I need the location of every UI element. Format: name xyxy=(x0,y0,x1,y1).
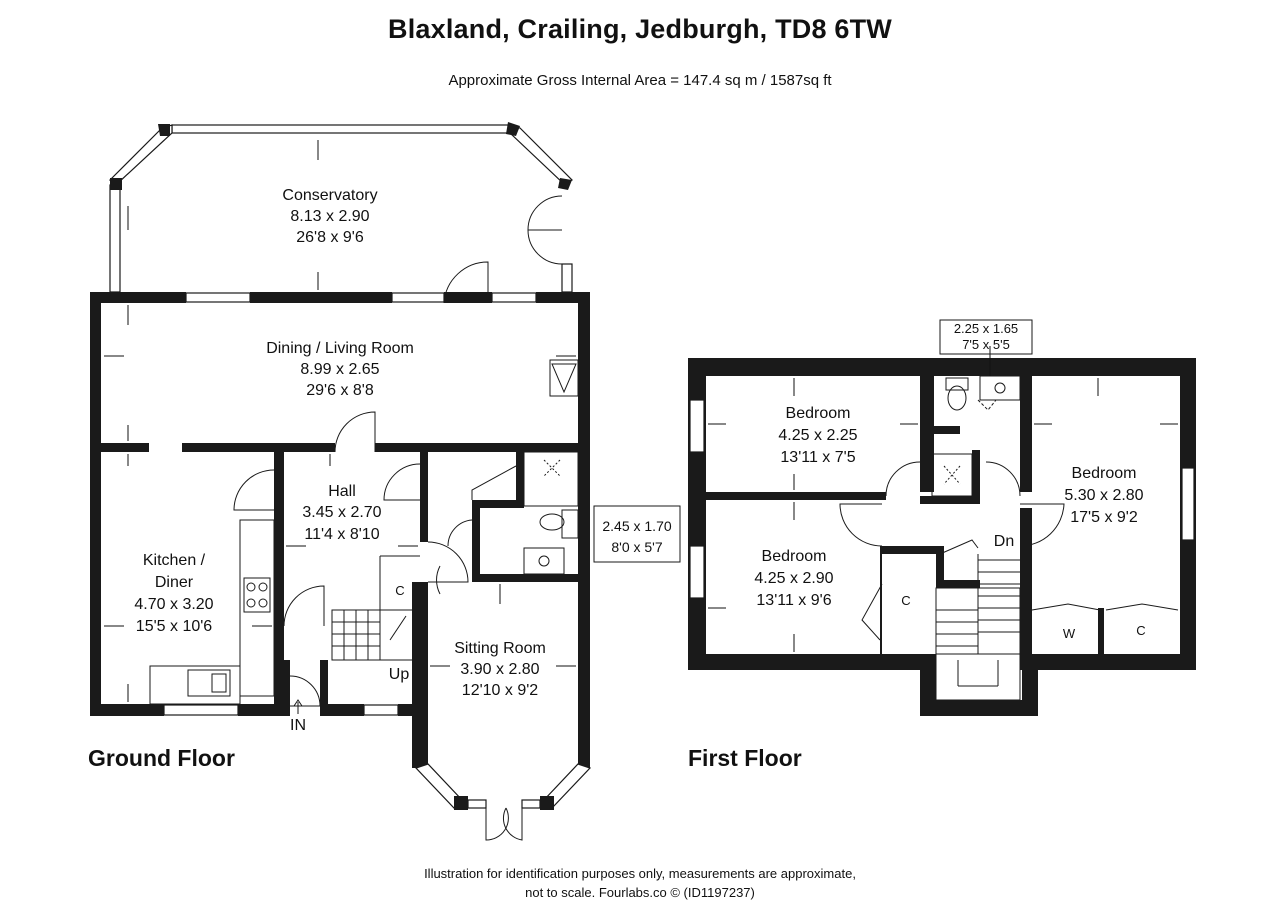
first-floor-doors xyxy=(839,461,1179,641)
ground-cupboard-label: C xyxy=(395,583,404,598)
toilet-icon xyxy=(561,509,579,539)
first-floor-label: First Floor xyxy=(688,745,802,771)
entrance-arrow-icon xyxy=(293,699,303,714)
bedroom2-metric: 4.25 x 2.90 xyxy=(754,570,833,587)
bedroom3-name: Bedroom xyxy=(1072,465,1137,482)
kitchen-metric: 4.70 x 3.20 xyxy=(134,596,213,613)
conservatory-metric: 8.13 x 2.90 xyxy=(290,208,369,225)
bedroom3-metric: 5.30 x 2.80 xyxy=(1064,487,1143,504)
first-floor-walls xyxy=(688,358,1196,716)
disclaimer-line1: Illustration for identification purposes… xyxy=(424,866,856,881)
bath-basin-icon xyxy=(979,375,1021,401)
shower-room-imperial: 8'0 x 5'7 xyxy=(611,539,662,555)
shower-room-dimension-box xyxy=(593,505,681,563)
disclaimer-line2: not to scale. Fourlabs.co © (ID1197237) xyxy=(525,885,755,900)
ground-floor-fixtures xyxy=(149,359,579,714)
stairs-up-label: Up xyxy=(389,666,410,683)
bathroom-metric: 2.25 x 1.65 xyxy=(954,321,1018,336)
dining-room-imperial: 29'6 x 8'8 xyxy=(306,382,374,399)
first-floor-plan xyxy=(688,319,1196,716)
entrance-label: IN xyxy=(290,717,306,734)
hall-metric: 3.45 x 2.70 xyxy=(302,504,381,521)
kitchen-imperial: 15'5 x 10'6 xyxy=(136,618,212,635)
ground-stairs xyxy=(331,555,421,661)
first-stairs xyxy=(935,554,1021,701)
shower-room-metric: 2.45 x 1.70 xyxy=(602,518,671,534)
hall-imperial: 11'4 x 8'10 xyxy=(304,526,379,543)
bedroom1-name: Bedroom xyxy=(786,405,851,422)
gross-area-subtitle: Approximate Gross Internal Area = 147.4 … xyxy=(448,72,832,89)
first-toilet-icon xyxy=(945,377,969,391)
dining-room-metric: 8.99 x 2.65 xyxy=(300,361,379,378)
wardrobe-w-label: W xyxy=(1063,626,1076,641)
bedroom2-name: Bedroom xyxy=(762,548,827,565)
conservatory-name: Conservatory xyxy=(282,187,377,204)
first-cupboard-label: C xyxy=(901,593,910,608)
ground-floor-label: Ground Floor xyxy=(88,745,235,771)
bedroom1-imperial: 13'11 x 7'5 xyxy=(780,449,855,466)
bedroom3-imperial: 17'5 x 9'2 xyxy=(1070,509,1138,526)
stairs-down-label: Dn xyxy=(994,533,1014,550)
first-floor-fixtures xyxy=(931,375,1021,701)
sitting-room-metric: 3.90 x 2.80 xyxy=(460,661,539,678)
sitting-room-name: Sitting Room xyxy=(454,640,546,657)
dining-room-name: Dining / Living Room xyxy=(266,340,414,357)
first-dimension-arrows xyxy=(708,346,1178,652)
wardrobe-c-label: C xyxy=(1136,623,1145,638)
disclaimer-footer: Illustration for identification purposes… xyxy=(0,864,1280,902)
bedroom1-metric: 4.25 x 2.25 xyxy=(778,427,857,444)
hob-icon xyxy=(243,577,271,613)
page-title: Blaxland, Crailing, Jedburgh, TD8 6TW xyxy=(388,14,892,44)
basin-icon xyxy=(523,547,565,575)
ground-floor-plan xyxy=(90,122,681,841)
first-shower-icon xyxy=(931,453,973,497)
sitting-room-imperial: 12'10 x 9'2 xyxy=(462,682,538,699)
bathroom-dimension-box xyxy=(939,319,1033,355)
ground-dimension-arrows xyxy=(104,140,576,702)
sink-icon xyxy=(187,669,231,697)
bathroom-imperial: 7'5 x 5'5 xyxy=(962,337,1010,352)
hall-name: Hall xyxy=(328,483,356,500)
conservatory-imperial: 26'8 x 9'6 xyxy=(296,229,364,246)
kitchen-name-line1: Kitchen / xyxy=(143,552,206,569)
ground-floor-doors xyxy=(233,261,517,707)
bedroom2-imperial: 13'11 x 9'6 xyxy=(756,592,831,609)
conservatory-frame xyxy=(108,122,574,293)
kitchen-name-line2: Diner xyxy=(155,574,194,591)
ground-floor-walls xyxy=(90,292,592,841)
